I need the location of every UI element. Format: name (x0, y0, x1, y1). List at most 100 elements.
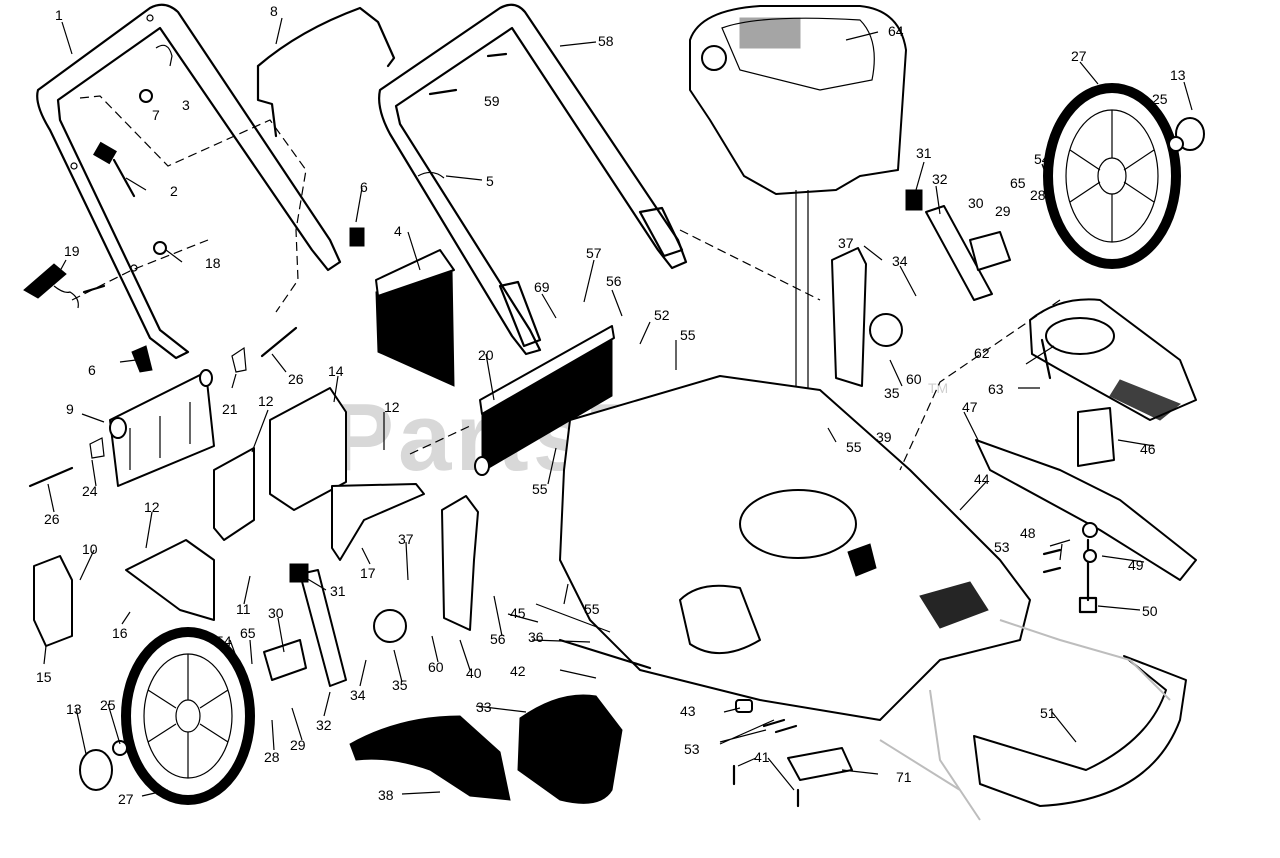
callout-35-right: 35 (884, 385, 900, 401)
gear-35-right (869, 313, 903, 347)
callout-33: 33 (476, 699, 492, 715)
nut-21 (231, 346, 247, 373)
callout-13-left: 13 (66, 701, 82, 717)
callout-12-a: 12 (258, 393, 274, 409)
nut-24 (89, 437, 105, 459)
callout-55-d: 55 (584, 601, 600, 617)
rod-45 (535, 603, 611, 633)
bracket-17 (331, 483, 425, 561)
callout-36: 36 (528, 629, 544, 645)
grip-31-right (905, 189, 923, 211)
callout-41: 41 (754, 749, 770, 765)
callout-46: 46 (1140, 441, 1156, 457)
callout-7: 7 (152, 107, 160, 123)
height-adjuster-40 (441, 495, 479, 631)
callout-31-right: 31 (916, 145, 932, 161)
callout-18: 18 (205, 255, 221, 271)
callout-60-left: 60 (428, 659, 444, 675)
handle-knob (23, 263, 106, 309)
callout-54-left: 54 (216, 633, 232, 649)
callout-44: 44 (974, 471, 990, 487)
mower-deck (559, 375, 1031, 721)
bolts-53-right (1042, 548, 1062, 574)
callout-64: 64 (888, 23, 904, 39)
callout-9: 9 (66, 401, 74, 417)
callout-13-right: 13 (1170, 67, 1186, 83)
callout-45: 45 (510, 605, 526, 621)
spacer-43 (735, 699, 753, 713)
callout-63: 63 (988, 381, 1004, 397)
callout-28-right: 28 (1030, 187, 1046, 203)
callout-30-left: 30 (268, 605, 284, 621)
bolt-26a (260, 326, 298, 358)
lower-handle-left (36, 3, 342, 360)
callout-62: 62 (974, 345, 990, 361)
callout-labels: 1 8 58 64 7 3 59 27 13 25 2 5 54 65 28 6… (36, 3, 1186, 807)
callout-24: 24 (82, 483, 98, 499)
control-bail (256, 6, 396, 138)
wheel-right (1043, 83, 1181, 269)
screw-63 (1040, 338, 1052, 380)
callout-30-right: 30 (968, 195, 984, 211)
bracket-30-left (263, 639, 307, 681)
callout-52: 52 (654, 307, 670, 323)
callout-71: 71 (896, 769, 912, 785)
callout-57: 57 (586, 245, 602, 261)
callout-29-right: 29 (995, 203, 1011, 219)
callout-5: 5 (486, 173, 494, 189)
callout-8: 8 (270, 3, 278, 19)
rear-flap-rod (474, 325, 615, 476)
rod-36 (558, 638, 652, 670)
callout-32-left: 32 (316, 717, 332, 733)
callout-29-left: 29 (290, 737, 306, 753)
washer-48 (1082, 522, 1098, 538)
callout-60-right: 60 (906, 371, 922, 387)
callout-14: 14 (328, 363, 344, 379)
callout-49: 49 (1128, 557, 1144, 573)
callout-47: 47 (962, 399, 978, 415)
callout-55-a: 55 (680, 327, 696, 343)
callout-27-right: 27 (1071, 48, 1087, 64)
gear-35-left (373, 609, 407, 643)
blade-adapter (1077, 407, 1115, 467)
bracket-15 (33, 555, 73, 647)
bracket-71 (787, 747, 853, 781)
callout-39: 39 (876, 429, 892, 445)
clip-6b (131, 345, 153, 373)
callout-34-right: 34 (892, 253, 908, 269)
callout-35-left: 35 (392, 677, 408, 693)
callout-11: 11 (236, 601, 251, 617)
bolts-59 (428, 52, 508, 96)
callout-53-bottom: 53 (684, 741, 700, 757)
callout-69: 69 (534, 279, 550, 295)
bracket-16 (125, 539, 215, 621)
callout-19: 19 (64, 243, 80, 259)
knob-7 (139, 89, 153, 103)
bolts-53-bottom (762, 718, 798, 734)
callout-15: 15 (36, 669, 52, 685)
callout-6a: 6 (360, 179, 368, 195)
clip-6a (349, 227, 365, 247)
callout-27-left: 27 (118, 791, 134, 807)
bolt-26b (28, 466, 74, 488)
callout-26-top: 26 (288, 371, 304, 387)
callout-43: 43 (680, 703, 696, 719)
callout-26-bottom: 26 (44, 511, 60, 527)
callout-38: 38 (378, 787, 394, 803)
callout-17: 17 (360, 565, 376, 581)
throttle-lever (93, 141, 136, 198)
callout-31-left: 31 (330, 583, 346, 599)
bracket-30-right (969, 231, 1011, 271)
hubcap-13-left (79, 749, 113, 791)
washer-49 (1083, 549, 1097, 563)
discharge-cover (349, 715, 511, 801)
callout-37-left: 37 (398, 531, 414, 547)
rear-deflector (973, 655, 1187, 807)
height-adjuster-39 (831, 247, 867, 387)
wheel-left (121, 627, 255, 805)
callout-65-right: 65 (1010, 175, 1026, 191)
grip-31-left (289, 563, 309, 583)
callout-12-c: 12 (144, 499, 160, 515)
bracket-12 (213, 447, 255, 541)
